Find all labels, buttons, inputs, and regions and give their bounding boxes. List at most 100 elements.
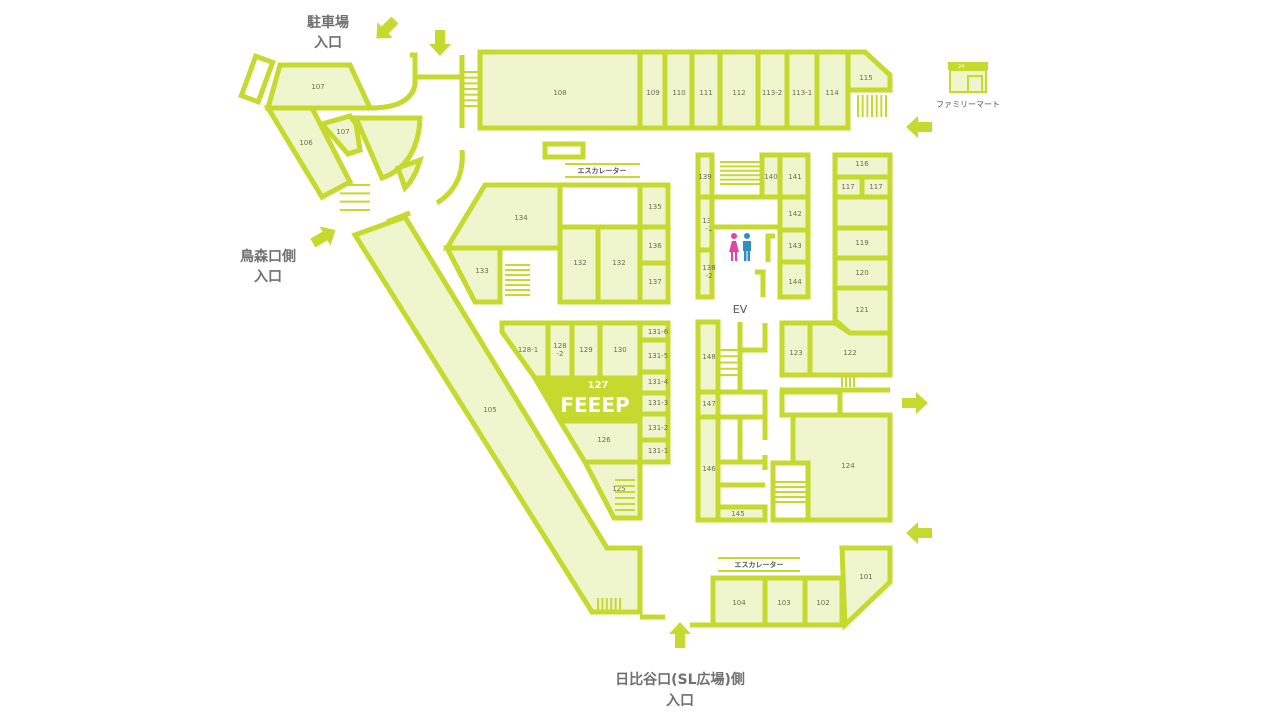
room-shape[interactable] — [777, 259, 811, 300]
room-shape[interactable] — [845, 49, 893, 93]
room-128-1[interactable]: 128-1 — [499, 320, 551, 381]
room-114[interactable]: 114 — [814, 49, 851, 131]
room-number: 131-5 — [648, 352, 668, 360]
room-103[interactable]: 103 — [762, 575, 808, 628]
room-112[interactable]: 112 — [717, 49, 761, 131]
room-107[interactable]: 107 — [317, 113, 363, 157]
room-shape[interactable] — [499, 320, 551, 381]
room-shape[interactable] — [814, 49, 851, 131]
room-135[interactable]: 135 — [637, 182, 671, 230]
room-122[interactable]: 122 — [807, 320, 893, 378]
room-shape[interactable] — [317, 113, 363, 157]
room-number: 117 — [841, 183, 854, 191]
store-name-feeep: FEEEP — [560, 393, 629, 417]
room-148[interactable]: 148 — [695, 319, 721, 395]
room-131-6[interactable]: 131-6 — [637, 320, 671, 343]
room-137[interactable]: 137 — [637, 260, 671, 305]
room-shape[interactable] — [859, 174, 893, 200]
room-number: 138 — [702, 264, 715, 272]
room-shape[interactable] — [442, 245, 503, 305]
familymart-label: ファミリーマート — [936, 100, 1000, 109]
room-106[interactable]: 106 — [263, 105, 354, 201]
curved-units — [352, 115, 424, 193]
room-141[interactable]: 141 — [777, 152, 811, 200]
room-131-4[interactable]: 131-4 — [637, 369, 671, 396]
room-number: 119 — [855, 239, 868, 247]
room-unlabeled[interactable] — [832, 194, 893, 231]
room-number: 143 — [788, 242, 801, 250]
room-116[interactable]: 116 — [832, 152, 893, 180]
room-117[interactable]: 117 — [832, 174, 865, 200]
room-113-2[interactable]: 113-2 — [755, 49, 790, 131]
room-shape[interactable] — [442, 182, 563, 251]
room-126[interactable]: 126 — [555, 418, 643, 465]
room-number: 103 — [777, 599, 790, 607]
room-shape[interactable] — [839, 545, 893, 631]
room-139[interactable]: 139 — [695, 152, 715, 200]
room-117[interactable]: 117 — [859, 174, 893, 200]
room-104[interactable]: 104 — [710, 575, 768, 628]
room-shape[interactable] — [263, 105, 354, 201]
room-128-2[interactable]: 128-2 — [545, 320, 575, 381]
room-101[interactable]: 101 — [839, 545, 893, 631]
room-111[interactable]: 111 — [689, 49, 723, 131]
room-number: 137 — [648, 278, 661, 286]
room-147[interactable]: 147 — [695, 389, 721, 420]
room-120[interactable]: 120 — [832, 255, 893, 291]
room-number: 128 — [553, 342, 566, 350]
room-109[interactable]: 109 — [637, 49, 668, 131]
room-shape[interactable] — [802, 575, 845, 628]
room-number: 146 — [702, 465, 716, 473]
room-108[interactable]: 108 — [477, 49, 643, 131]
room-number: 111 — [699, 89, 712, 97]
room-102[interactable]: 102 — [802, 575, 845, 628]
room-107[interactable]: 107 — [264, 62, 374, 111]
room-number: 125 — [612, 485, 625, 493]
room-113-1[interactable]: 113-1 — [784, 49, 820, 131]
room-number: 116 — [855, 160, 869, 168]
room-number: 130 — [613, 346, 626, 354]
room-146[interactable]: 146 — [695, 414, 721, 523]
room-134[interactable]: 134 — [442, 182, 563, 251]
room-123[interactable]: 123 — [779, 320, 813, 378]
room-140[interactable]: 140 — [759, 152, 783, 200]
arrow-down-icon — [429, 30, 451, 56]
room-131-2[interactable]: 131-2 — [637, 411, 671, 443]
room-shape[interactable] — [695, 247, 715, 300]
room-115[interactable]: 115 — [845, 49, 893, 93]
parking-entrance-label: 駐車場 — [307, 14, 349, 31]
room-129[interactable]: 129 — [569, 320, 603, 381]
room-142[interactable]: 142 — [777, 194, 811, 233]
room-number: 131-1 — [648, 447, 668, 455]
room-shape[interactable] — [637, 437, 671, 465]
arrow-left-icon — [906, 116, 932, 138]
arrows — [310, 16, 932, 648]
elevator-label: EV — [733, 303, 748, 316]
room-number: 107 — [336, 128, 349, 136]
karasumori-entrance-label: 鳥森口側 — [240, 248, 296, 265]
escalator-label: エスカレーター — [578, 166, 627, 175]
room-number: 113-1 — [792, 89, 812, 97]
room-133[interactable]: 133 — [442, 245, 503, 305]
room-number: 104 — [732, 599, 746, 607]
room-138-2[interactable]: 138-2 — [695, 247, 716, 300]
room-144[interactable]: 144 — [777, 259, 811, 300]
room-119[interactable]: 119 — [832, 225, 893, 261]
room-132[interactable]: 132 — [595, 224, 643, 305]
room-130[interactable]: 130 — [597, 320, 643, 381]
room-shape[interactable] — [807, 320, 893, 378]
room-number: 123 — [789, 349, 802, 357]
stairs — [340, 71, 887, 610]
room-136[interactable]: 136 — [637, 224, 671, 266]
room-131-3[interactable]: 131-3 — [637, 390, 671, 417]
room-143[interactable]: 143 — [777, 227, 811, 265]
curved-unit — [352, 115, 423, 182]
room-132[interactable]: 132 — [557, 224, 601, 305]
room-131-1[interactable]: 131-1 — [637, 437, 671, 465]
room-110[interactable]: 110 — [662, 49, 695, 131]
room-number: 115 — [859, 74, 872, 82]
room-131-5[interactable]: 131-5 — [637, 337, 671, 375]
room-number: 128-1 — [518, 346, 538, 354]
room-number: 142 — [788, 210, 801, 218]
